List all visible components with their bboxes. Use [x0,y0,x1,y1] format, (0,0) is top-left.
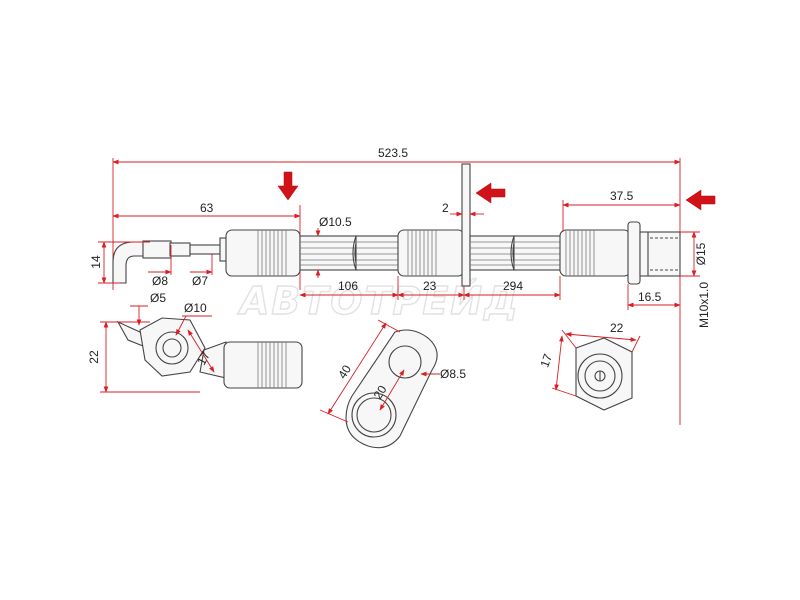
right-fitting-dimension: 37.5 [562,189,681,232]
right-dia-label: Ø15 [694,242,708,265]
bracket-hole-label: Ø8.5 [440,367,466,381]
overall-length-dimension: 523.5 [112,146,681,425]
marker-arrow-down-icon [277,171,299,201]
left-fitting-length-label: 63 [200,201,214,215]
hex-height-label: 17 [537,352,555,370]
mounting-bracket-view: 40 20 Ø8.5 [319,319,466,449]
right-tail-label: 16.5 [638,290,662,304]
right-fitting-length-label: 37.5 [610,189,634,203]
hose-dia-dimension: Ø10.5 [315,215,352,278]
segment-23-label: 23 [423,279,437,293]
segment-294-label: 294 [503,279,523,293]
banjo-height-label: 22 [87,350,101,364]
left-tube-diameters: Ø8 Ø7 [148,245,213,288]
overall-length-label: 523.5 [378,146,408,160]
bracket-thickness-dimension: 2 [442,201,484,217]
banjo-hole-label: Ø5 [150,291,166,305]
right-tail-dimension: 16.5 [627,284,681,310]
marker-arrow-left-icon-2 [685,189,716,211]
bracket-width-label: 40 [335,362,354,381]
hex-across-label: 22 [610,321,624,335]
brake-hose-assembly [112,163,681,287]
hex-end-view: 22 17 [537,321,641,411]
segment-dimensions: 106 23 294 [299,276,561,300]
left-height-label: 14 [89,255,103,269]
segment-106-label: 106 [338,279,358,293]
banjo-dia-label: Ø10 [184,301,207,315]
hose-dia-label: Ø10.5 [319,215,352,229]
banjo-fitting-view: Ø5 Ø10 22 17 [87,291,303,393]
left-height-dimension: 14 [89,241,150,284]
left-tube-outer-dia-label: Ø8 [152,274,168,288]
right-dia-dimension: Ø15 [680,231,708,277]
left-tube-inner-dia-label: Ø7 [192,274,208,288]
bracket-thickness-label: 2 [442,201,449,215]
banjo-hex-label: 17 [194,349,213,368]
thread-label: M10x1.0 [697,282,711,328]
watermark: АВТОТРЕЙД [237,279,520,323]
marker-arrow-left-icon-1 [475,182,506,204]
